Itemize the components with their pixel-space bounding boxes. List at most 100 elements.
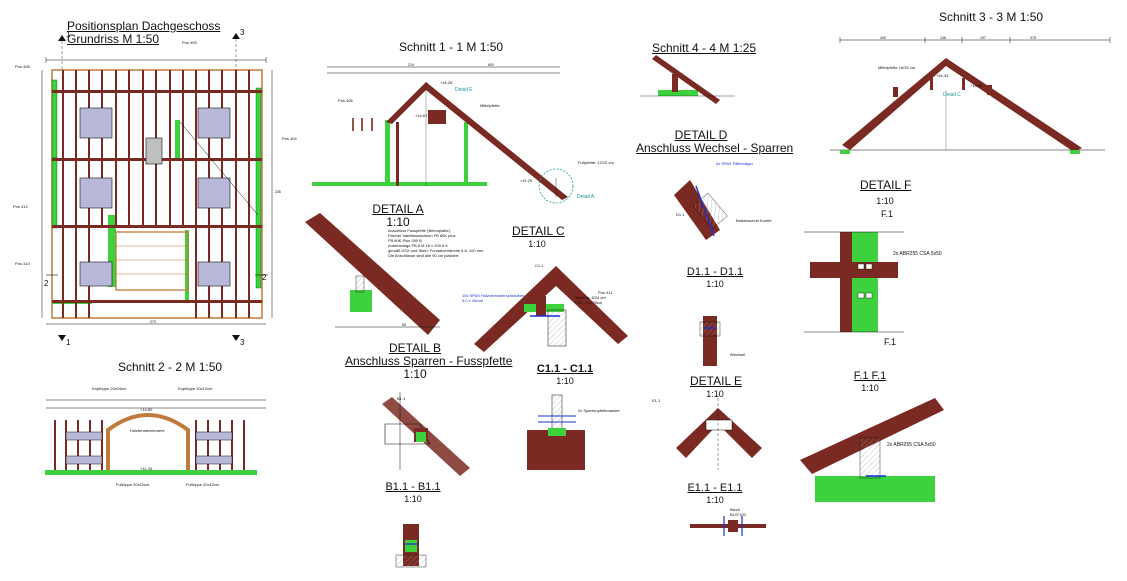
detail-e-title: DETAIL E 1:10 — [690, 374, 743, 400]
detail-b-scale: 1:10 — [403, 367, 427, 381]
detail-e-drawing — [676, 398, 762, 470]
detail-a-scale: 1:10 — [386, 215, 410, 229]
section-1-1 — [312, 66, 574, 204]
d11-title: D1.1 - D1.1 1:10 — [680, 266, 750, 290]
label-elev-6: +16.43 — [936, 73, 949, 78]
label-elev-7: +14.40 — [970, 83, 983, 88]
note-line-5: gemäß KSX und Stein: Fundamentbreite 6.8… — [388, 248, 484, 253]
f11-scale: 1:10 — [861, 383, 879, 393]
b11-drawing — [395, 524, 427, 568]
label-detail-c-ref: Detail C — [943, 92, 961, 98]
note-fussplatte: Anschluss Fusspfette (Betonplatte) Flach… — [388, 228, 483, 258]
label-pos-410: Pos 410 — [15, 261, 30, 266]
note-line-4: Ankeranlage FB A M 16 x 200 6.6 — [388, 243, 448, 248]
detail-d-drawing — [674, 180, 728, 240]
label-c11-marker: C1.1 — [535, 263, 544, 268]
floor-plan — [41, 33, 273, 341]
dim-197: 197 — [980, 36, 986, 40]
section-marker-3: 3 — [240, 28, 245, 37]
section-marker-2b: 2 — [44, 279, 49, 288]
label-balken: Balkenschuh Kombi — [736, 218, 772, 223]
abr-label-f11: 2x ABR255 CSA 5x50 — [887, 442, 936, 448]
plan-title-line1: Positionsplan Dachgeschoss — [67, 19, 221, 33]
section-4-4-title: Schnitt 4 - 4 M 1:25 — [652, 41, 757, 55]
label-elev-2: +11.43 — [140, 466, 153, 471]
dim-236: 236 — [275, 190, 281, 194]
d11-heading: D1.1 - D1.1 — [686, 266, 744, 278]
section-3-3 — [830, 37, 1111, 154]
detail-f-drawing — [804, 231, 904, 333]
section-1-1-title: Schnitt 1 - 1 M 1:50 — [399, 40, 504, 54]
detail-c-title: DETAIL C 1:10 — [512, 224, 565, 250]
detail-d-heading: DETAIL D — [674, 128, 728, 142]
f1-top-label: F.1 — [881, 209, 894, 219]
detail-b-drawing — [382, 392, 470, 476]
f11-title: F.1 F.1 1:10 — [840, 370, 900, 394]
label-c24: C24 , e=<75cm — [575, 300, 603, 305]
e11-heading: E1.1 - E1.1 — [687, 482, 743, 494]
detail-f-title: DETAIL F 1:10 — [860, 178, 912, 207]
detail-c-drawing — [474, 266, 628, 352]
f11-heading: F.1 F.1 — [853, 370, 887, 382]
detail-b-title: DETAIL B Anschluss Sparren - Fusspfette … — [345, 341, 512, 381]
section-4-4 — [640, 55, 735, 104]
dim-273: 273 — [150, 320, 156, 324]
detail-f-scale: 1:10 — [876, 196, 894, 206]
detail-e-scale: 1:10 — [706, 389, 724, 399]
dim-65: 65 — [402, 323, 406, 327]
b11-scale: 1:10 — [404, 494, 422, 504]
e11-drawing — [690, 516, 766, 536]
d11-scale: 1:10 — [706, 279, 724, 289]
label-fussrippe-right: Fußrippe 20x12cm — [186, 482, 220, 487]
label-elev-3: +14.67 — [415, 113, 428, 118]
label-e11-marker: E1.1 — [652, 398, 661, 403]
c11-title: C1.1 - C1.1 1:10 — [530, 363, 600, 387]
label-pos-404: Pos 404 — [282, 136, 297, 141]
note-line-6: Die Anschlüsse sind alle 90 cm platziert — [388, 253, 459, 258]
label-holzfenster: Holzfensterelement — [130, 428, 165, 433]
label-pos-412: Pos 412 — [13, 204, 28, 209]
dim-409: 409 — [880, 36, 886, 40]
dim-136: 136 — [940, 36, 946, 40]
section-3-3-title: Schnitt 3 - 3 M 1:50 — [939, 10, 1044, 24]
detail-c-heading: DETAIL C — [512, 224, 565, 238]
label-spax-1: 4x SPAX Rillennägel — [716, 161, 753, 166]
label-fussrippe-left: Fußrippe 20x12cm — [116, 482, 150, 487]
detail-a-title: DETAIL A 1:10 — [368, 203, 428, 229]
detail-a-heading: DETAIL A — [372, 202, 424, 216]
note-line-1: Anschluss Fusspfette (Betonplatte) — [388, 228, 451, 233]
detail-b-heading: DETAIL B — [388, 341, 441, 355]
label-detail-e-ref: Detail E — [455, 87, 473, 93]
dim-375: 375 — [1030, 36, 1036, 40]
label-d11-marker: D1.1 — [676, 212, 685, 217]
detail-c-scale: 1:10 — [528, 239, 546, 249]
label-kopfrippe-left: Kopfrippe 20x24cm — [92, 386, 127, 391]
c11-scale: 1:10 — [556, 376, 574, 386]
label-detail-a-ref: Detail A — [577, 194, 595, 200]
label-mittelpfette-size: Mittelpfette 16/32 cm — [878, 65, 916, 70]
detail-a-drawing — [305, 213, 440, 335]
label-sparrenpfetten: 2x Sparrenpfettenanker — [578, 408, 620, 413]
label-pos-409: Pos 409 — [182, 40, 197, 45]
e11-scale: 1:10 — [706, 495, 724, 505]
abr-label-f: 2x ABR255 CSA 5x50 — [893, 251, 942, 257]
plan-title-line2: Grundriss M 1:50 — [67, 32, 160, 46]
c11-heading: C1.1 - C1.1 — [536, 363, 594, 375]
label-elev-1: +14.60 — [140, 407, 153, 412]
detail-f-heading: DETAIL F — [860, 178, 912, 192]
detail-d-subtitle: Anschluss Wechsel - Sparren — [636, 141, 794, 155]
label-blech-size: BLS*100 — [730, 512, 746, 517]
section-marker-1: 1 — [66, 30, 71, 39]
f11-drawing — [800, 398, 944, 502]
section-2-2 — [45, 399, 266, 475]
section-marker-2: 2 — [262, 273, 267, 282]
label-pos-411: Pos 411 — [598, 290, 613, 295]
note-line-2: Flacher Vaedtanwucksen FB 80K plus — [388, 233, 456, 238]
detail-e-heading: DETAIL E — [690, 374, 743, 388]
label-kopfrippe-right: Kopfrippe 20x12cm — [178, 386, 213, 391]
label-elev-5: +11.25 — [520, 178, 533, 183]
label-sparren: Sparren: 8/24 cm — [575, 295, 606, 300]
label-wechsel: Wechsel — [730, 352, 746, 357]
label-spax-2: 10x SPAX Holzverbinderschrauben — [462, 293, 525, 298]
label-b11-marker: B1.1 — [397, 396, 406, 401]
